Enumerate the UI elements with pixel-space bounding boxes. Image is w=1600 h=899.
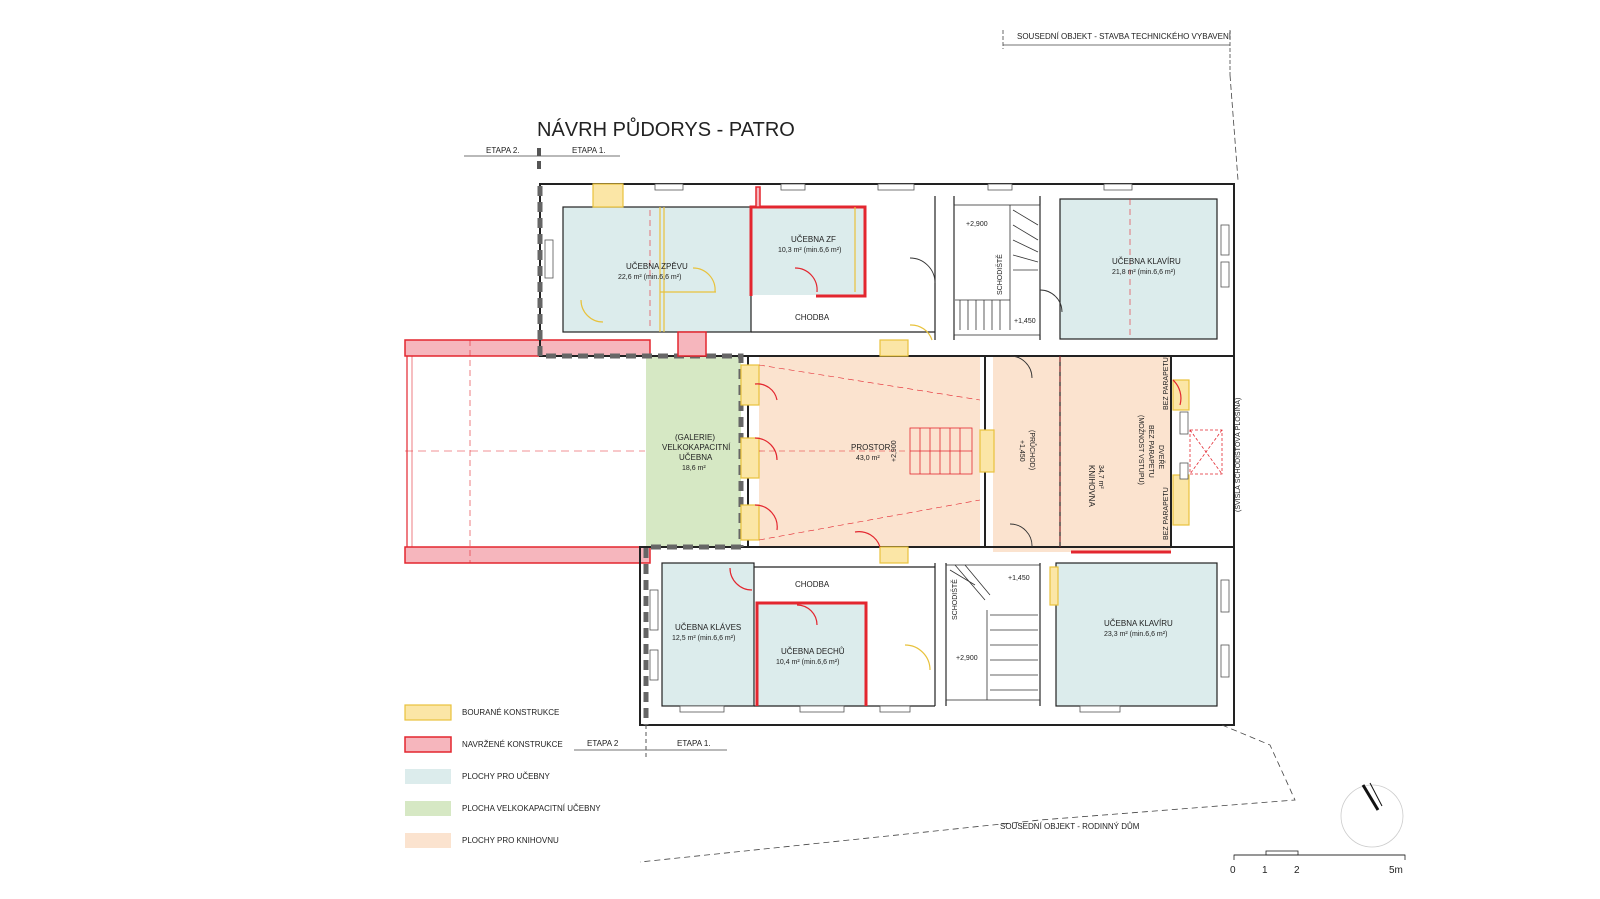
label-chodba-bottom: CHODBA	[795, 580, 830, 589]
legend-label-classroom: PLOCHY PRO UČEBNY	[462, 772, 551, 781]
anno-bez-parapetu-dvere: BEZ PARAPETU	[1147, 425, 1154, 478]
anno-lvl-2900-prostor: +2,900	[891, 440, 898, 462]
room-knihovna	[993, 356, 1171, 552]
label-klaviru-bottom-name: UČEBNA KLAVÍRU	[1104, 619, 1173, 628]
neighbor-top-label: SOUSEDNÍ OBJEKT - STAVBA TECHNICKÉHO VYB…	[1017, 32, 1232, 41]
label-klaviru-top-name: UČEBNA KLAVÍRU	[1112, 257, 1181, 266]
prostor-stairs	[909, 427, 973, 475]
stairs-top	[953, 204, 1041, 336]
anno-pruchod: (PRŮCHOD)	[1028, 430, 1037, 470]
room-ucebna-zpevu	[563, 207, 751, 332]
etapa-top: ETAPA 2. ETAPA 1.	[464, 146, 620, 170]
etapa-top-right: ETAPA 1.	[572, 146, 606, 155]
anno-lvl-2900-bottom: +2,900	[956, 655, 978, 662]
label-zf-area: 10,3 m² (min.6,6 m²)	[778, 247, 841, 254]
legend-swatch-library	[405, 833, 451, 848]
room-klaves	[662, 563, 754, 706]
label-prostor-name: PROSTOR	[851, 443, 891, 452]
room-klaviru-bottom	[1056, 563, 1217, 706]
legend-label-new: NAVRŽENÉ KONSTRUKCE	[462, 740, 563, 749]
north-arrow-icon	[1340, 782, 1404, 848]
doors	[729, 267, 1182, 626]
scale-2: 2	[1294, 865, 1300, 876]
legend-label-gallery: PLOCHA VELKOKAPACITNÍ UČEBNY	[462, 804, 601, 813]
anno-dvere: DVEŘE	[1157, 445, 1166, 469]
anno-svisla-plosina: (SVISLÁ SCHODIŠŤOVÁ PLOŠINA)	[1233, 398, 1242, 512]
doors-black	[909, 257, 1063, 548]
neighbor-bottom-label: SOUSEDNÍ OBJEKT - RODINNÝ DŮM	[1000, 822, 1140, 831]
label-chodba-top: CHODBA	[795, 313, 830, 322]
label-galerie-1: (GALERIE)	[675, 433, 715, 442]
scale-5: 5m	[1389, 865, 1403, 876]
legend-label-library: PLOCHY PRO KNIHOVNU	[462, 836, 559, 845]
anno-lvl-1450-pruchod: +1,450	[1018, 440, 1025, 462]
walkway	[404, 339, 651, 564]
etapa-top-left: ETAPA 2.	[486, 146, 520, 155]
etapa-bottom-right: ETAPA 1.	[677, 739, 711, 748]
label-dechu-name: UČEBNA DECHŮ	[781, 647, 845, 656]
label-galerie-3: UČEBNA	[679, 453, 713, 462]
scale-bar	[1233, 850, 1406, 860]
plan-title: NÁVRH PŮDORYS - PATRO	[537, 117, 795, 141]
label-galerie-area: 18,6 m²	[682, 465, 706, 472]
anno-schodiste-bottom: SCHODIŠTĚ	[950, 579, 959, 620]
label-knihovna-name: KNIHOVNA	[1087, 465, 1096, 507]
label-knihovna-area: 34,7 m²	[1097, 465, 1104, 489]
room-ucebna-zf	[751, 207, 865, 295]
anno-lvl-1450-top: +1,450	[1014, 318, 1036, 325]
room-klaviru-top	[1060, 199, 1217, 339]
demolished	[592, 183, 1190, 606]
room-dechu	[757, 603, 866, 706]
anno-bez-parapetu-2: BEZ PARAPETU	[1163, 487, 1170, 540]
anno-bez-parapetu-1: BEZ PARAPETU	[1163, 357, 1170, 410]
anno-lvl-2900-top: +2,900	[966, 221, 988, 228]
label-zf-name: UČEBNA ZF	[791, 235, 836, 244]
demolished-lines	[580, 207, 933, 671]
prostor-dashed	[649, 199, 1131, 547]
new-wall-blocks	[677, 186, 761, 357]
label-klaves-area: 12,5 m² (min.6,6 m²)	[672, 635, 735, 642]
scale-0: 0	[1230, 865, 1236, 876]
new-walls	[749, 205, 1171, 706]
label-klaviru-top-area: 21,8 m² (min.6,6 m²)	[1112, 269, 1175, 276]
neighbor-bottom	[639, 724, 1296, 863]
anno-lvl-1450-bottom: +1,450	[1008, 575, 1030, 582]
legend-label-demolished: BOURANÉ KONSTRUKCE	[462, 708, 559, 717]
label-zpev-area: 22,6 m² (min.6,6 m²)	[618, 274, 681, 281]
etapa-bottom: ETAPA 2 ETAPA 1.	[574, 725, 727, 760]
label-zpev-name: UČEBNA ZPĚVU	[626, 262, 688, 271]
label-klaviru-bottom-area: 23,3 m² (min.6,6 m²)	[1104, 631, 1167, 638]
anno-moznost-vstupu: (MOŽNOST VSTUPU)	[1137, 415, 1146, 485]
legend-swatch-classroom	[405, 769, 451, 784]
windows	[544, 183, 1230, 713]
stairs-bottom	[945, 564, 1041, 701]
label-klaves-name: UČEBNA KLÁVES	[675, 623, 741, 632]
room-galerie	[646, 356, 741, 546]
legend-swatch-gallery	[405, 801, 451, 816]
legend: BOURANÉ KONSTRUKCE NAVRŽENÉ KONSTRUKCE P…	[404, 704, 601, 848]
label-prostor-area: 43,0 m²	[856, 455, 880, 462]
label-galerie-2: VELKOKAPACITNÍ	[662, 443, 731, 452]
etapa-bottom-left: ETAPA 2	[587, 739, 619, 748]
neighbor-top: SOUSEDNÍ OBJEKT - STAVBA TECHNICKÉHO VYB…	[1002, 30, 1239, 181]
label-dechu-area: 10,4 m² (min.6,6 m²)	[776, 659, 839, 666]
legend-swatch-demolished	[404, 704, 452, 721]
platform	[1189, 429, 1223, 475]
anno-schodiste-top: SCHODIŠTĚ	[995, 254, 1004, 295]
scale-1: 1	[1262, 865, 1268, 876]
legend-swatch-new	[404, 736, 452, 753]
